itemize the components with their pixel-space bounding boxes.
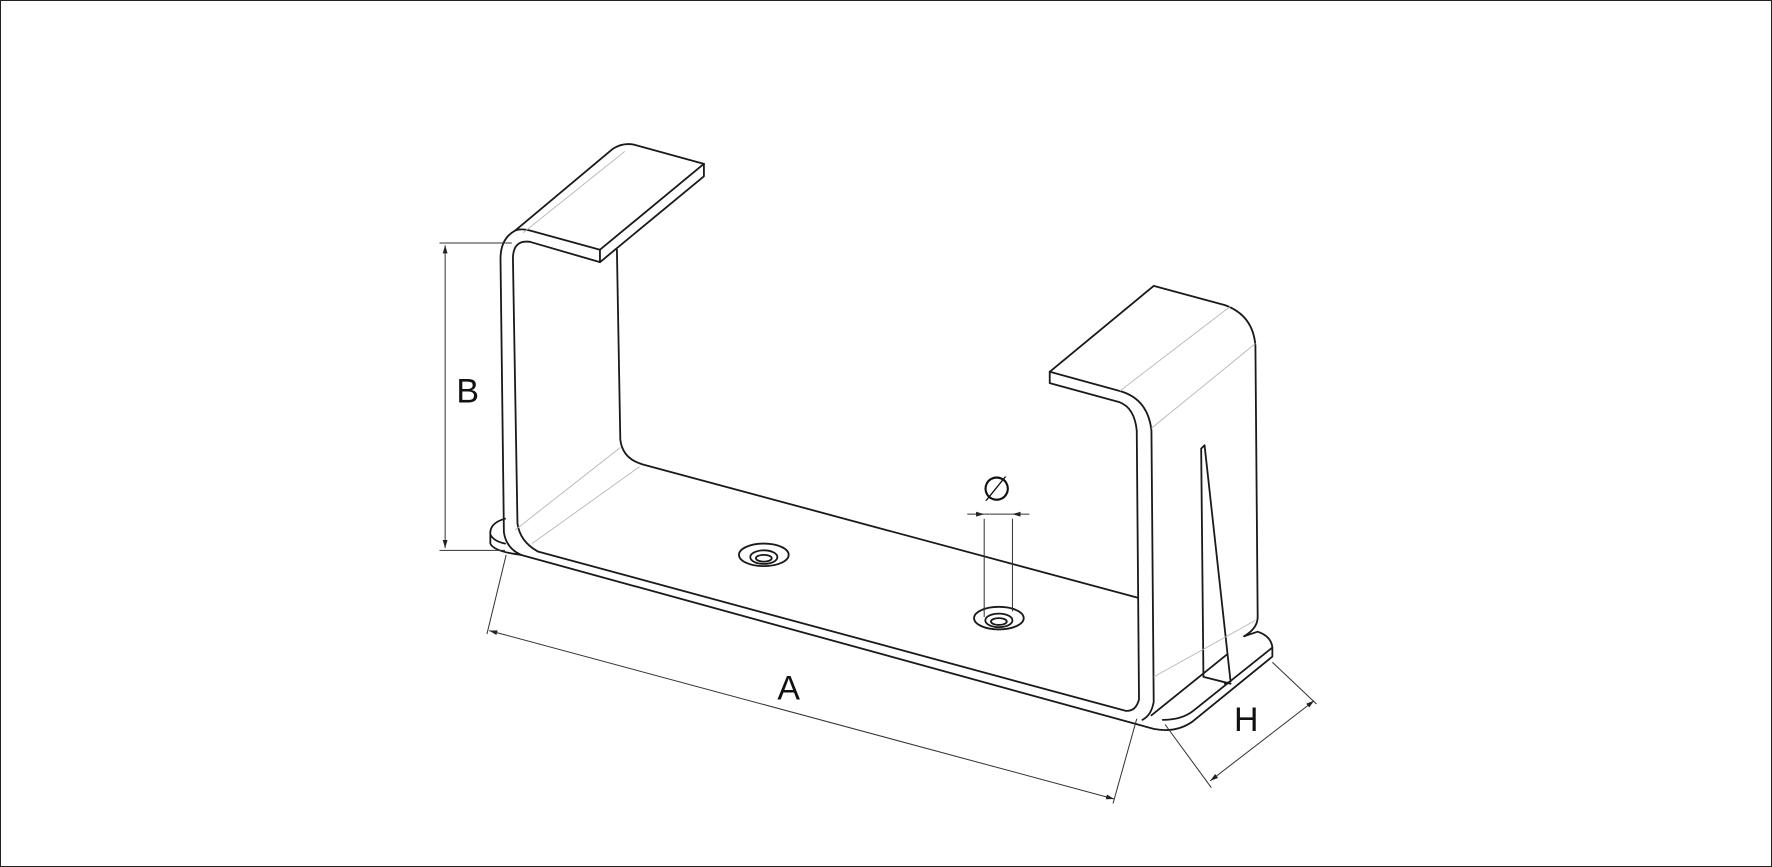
left-foot (489, 517, 522, 556)
dimension-h: H (1164, 661, 1317, 788)
mounting-hole (973, 605, 1025, 631)
right-foot (1150, 630, 1274, 721)
left-flange (514, 143, 705, 264)
dimension-b: B (439, 242, 512, 551)
surface-guides (514, 151, 1256, 678)
diameter-symbol: ∅ (982, 471, 1012, 509)
mounting-hole (738, 542, 790, 568)
dimension-a-label: A (777, 670, 800, 708)
dimension-b-label: B (456, 372, 479, 410)
dimension-h-label: H (1234, 701, 1258, 739)
back-wall (616, 248, 1139, 599)
base (536, 429, 1140, 712)
bracket-body (489, 143, 1274, 731)
dimension-a: A (486, 554, 1138, 804)
rib (1200, 444, 1232, 685)
right-wall (1048, 284, 1259, 638)
left-wall (499, 229, 522, 556)
dimension-diameter: ∅ (967, 471, 1030, 618)
